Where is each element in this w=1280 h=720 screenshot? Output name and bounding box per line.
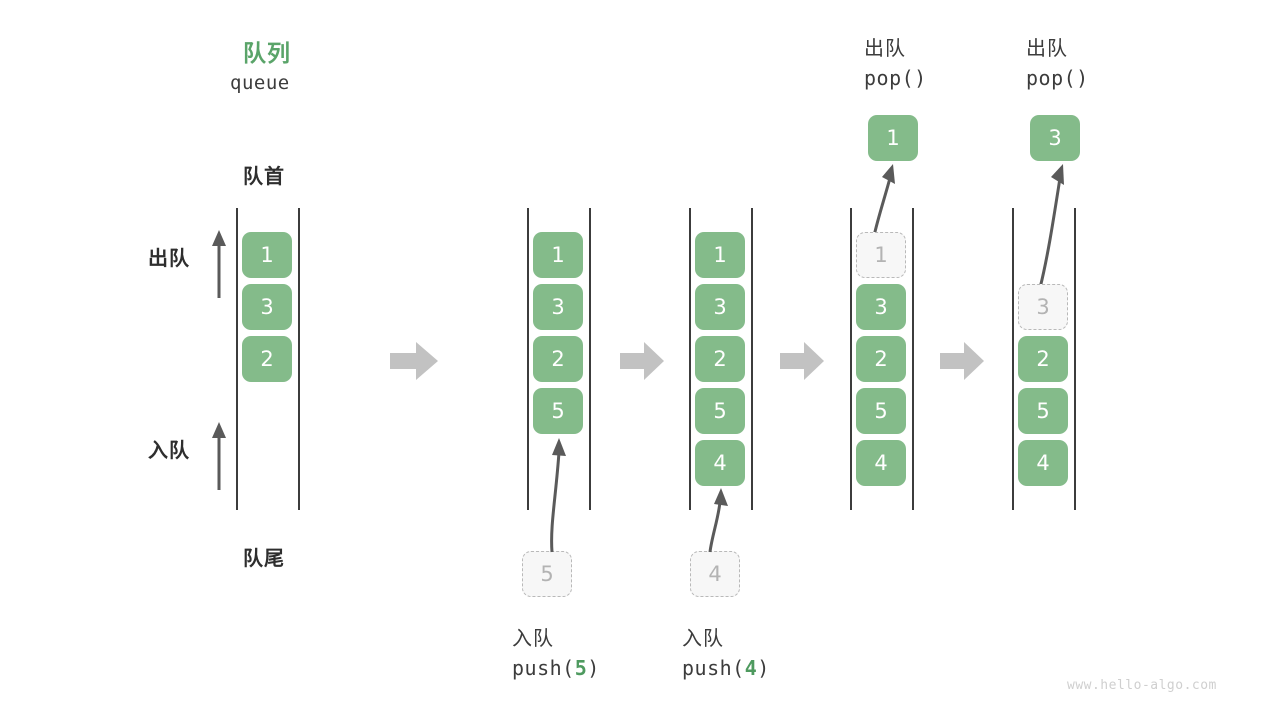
push-5-code-prefix: push( — [512, 656, 575, 680]
push-5-code-num: 5 — [574, 656, 588, 680]
pop-pointer-arrow-icon — [872, 164, 895, 237]
queue-cell: 3 — [695, 284, 745, 330]
enqueue-direction-arrow-icon — [212, 422, 226, 490]
queue-stage-after-pop-3: 3 2 5 4 — [1012, 208, 1076, 510]
popped-ghost-cell: 3 — [1018, 284, 1068, 330]
queue-cell: 2 — [856, 336, 906, 382]
popped-cell: 1 — [868, 115, 918, 161]
queue-stage-initial: 1 3 2 — [236, 208, 300, 510]
queue-cell: 3 — [856, 284, 906, 330]
queue-cell: 2 — [1018, 336, 1068, 382]
queue-cell: 5 — [856, 388, 906, 434]
queue-rail-left — [527, 208, 529, 510]
push-4-code-prefix: push( — [682, 656, 745, 680]
queue-stage-after-pop-1: 1 3 2 5 4 — [850, 208, 914, 510]
pop-1-label-cn: 出队 — [864, 36, 906, 60]
queue-rail-left — [850, 208, 852, 510]
queue-cell: 5 — [695, 388, 745, 434]
queue-rail-right — [751, 208, 753, 510]
diagram-title-cn: 队列 — [243, 41, 291, 67]
push-4-label-cn: 入队 — [682, 626, 724, 650]
push-5-label-cn: 入队 — [512, 626, 554, 650]
queue-cell: 1 — [533, 232, 583, 278]
incoming-ghost-cell: 4 — [690, 551, 740, 597]
queue-cell: 4 — [856, 440, 906, 486]
queue-rail-right — [298, 208, 300, 510]
queue-cell: 4 — [1018, 440, 1068, 486]
dequeue-label: 出队 — [148, 246, 190, 270]
queue-rail-right — [589, 208, 591, 510]
push-4-code-suffix: ) — [757, 656, 770, 680]
queue-cell: 1 — [242, 232, 292, 278]
push-4-label-code: push(4) — [682, 656, 770, 680]
queue-cell: 3 — [242, 284, 292, 330]
queue-cell: 2 — [242, 336, 292, 382]
flow-arrow-icon — [390, 342, 438, 380]
queue-cell: 5 — [1018, 388, 1068, 434]
diagram-title-en: queue — [230, 72, 290, 94]
queue-rail-left — [1012, 208, 1014, 510]
queue-stage-after-push-4: 1 3 2 5 4 — [689, 208, 753, 510]
queue-cell: 2 — [695, 336, 745, 382]
queue-rail-left — [689, 208, 691, 510]
enqueue-label: 入队 — [148, 438, 190, 462]
queue-rail-right — [912, 208, 914, 510]
popped-ghost-cell: 1 — [856, 232, 906, 278]
flow-arrow-icon — [620, 342, 664, 380]
popped-cell: 3 — [1030, 115, 1080, 161]
push-4-code-num: 4 — [744, 656, 758, 680]
front-label: 队首 — [243, 164, 285, 188]
push-5-label-code: push(5) — [512, 656, 600, 680]
pop-2-label-code: pop() — [1026, 66, 1089, 90]
queue-cell: 4 — [695, 440, 745, 486]
queue-rail-right — [1074, 208, 1076, 510]
flow-arrow-icon — [780, 342, 824, 380]
push-pointer-arrow-icon — [708, 488, 728, 553]
rear-label: 队尾 — [243, 546, 285, 570]
queue-cell: 5 — [533, 388, 583, 434]
queue-cell: 2 — [533, 336, 583, 382]
queue-rail-left — [236, 208, 238, 510]
incoming-ghost-cell: 5 — [522, 551, 572, 597]
push-5-code-suffix: ) — [587, 656, 600, 680]
push-pointer-arrow-icon — [550, 438, 566, 553]
watermark: www.hello-algo.com — [1067, 678, 1217, 693]
flow-arrow-icon — [940, 342, 984, 380]
queue-cell: 1 — [695, 232, 745, 278]
pop-2-label-cn: 出队 — [1026, 36, 1068, 60]
pop-1-label-code: pop() — [864, 66, 927, 90]
pop-pointer-arrow-icon — [1038, 164, 1064, 289]
queue-stage-after-push-5: 1 3 2 5 — [527, 208, 591, 510]
queue-cell: 3 — [533, 284, 583, 330]
dequeue-direction-arrow-icon — [212, 230, 226, 298]
